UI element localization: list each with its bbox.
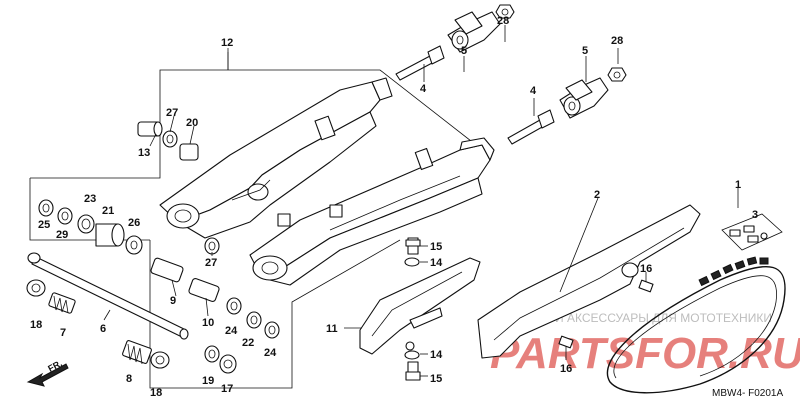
label-part-17: 17 [221,383,233,395]
label-part-29: 29 [56,229,68,241]
label-part-24-lower: 24 [264,347,277,359]
watermark: ЗАПЧАСТИ И АКСЕССУАРЫ ДЛЯ МОТОТЕХНИКИ PA… [488,311,800,378]
washer-29 [57,207,73,225]
adjuster-bolt-lower [507,109,555,145]
nut-18-right [150,351,170,369]
label-part-24-upper: 24 [225,325,238,337]
label-part-22: 22 [242,337,254,349]
label-part-7: 7 [60,327,66,339]
label-part-25: 25 [38,219,50,231]
adjusting-bolt-8 [122,340,152,365]
chain-case-2 [477,204,701,359]
adjuster-bolt-upper [395,45,445,81]
label-part-9: 9 [170,295,176,307]
label-part-10: 10 [202,317,214,329]
label-part-18-right: 18 [150,387,162,399]
washer-27-mid [204,237,220,255]
needle-bearing-21 [95,223,125,247]
washer-27-upper [162,130,178,148]
swingarm [159,77,495,286]
bearing-23 [77,214,95,234]
label-part-23: 23 [84,193,96,205]
nut-18-left [26,279,46,297]
pivot-cap-13 [137,121,163,137]
seal-24-upper [226,297,242,315]
seal-24-lower [264,321,280,339]
dust-seal-25 [38,199,54,217]
watermark-logo: PARTSFOR.RU [490,329,800,378]
front-direction-arrow: FR. [26,358,69,387]
bearing-17 [219,354,237,374]
bolt-16-upper [638,279,654,293]
label-part-28-upper: 28 [497,15,509,27]
label-part-28-lower: 28 [611,35,623,47]
bolt-16-lower [558,335,574,349]
chain-adjuster-lower [559,77,609,119]
washer-19 [204,345,220,363]
nut-lower [607,67,627,82]
label-part-26: 26 [128,217,140,229]
bearing-22 [246,311,262,329]
label-part-3: 3 [752,209,758,221]
label-part-15-upper: 15 [430,241,442,253]
diagram-code: MBW4- F0201A [712,388,783,399]
label-part-2: 2 [594,189,600,201]
bolt-15-upper [405,237,421,255]
label-part-20: 20 [186,117,198,129]
collar-20 [179,143,199,161]
label-part-6: 6 [100,323,106,335]
label-part-27-mid: 27 [205,257,217,269]
label-part-11: 11 [326,323,338,335]
collar-9 [150,257,184,283]
label-part-8: 8 [126,373,132,385]
drive-chain-1 [606,256,786,394]
label-part-5-upper: 5 [461,45,467,57]
label-part-4-upper: 4 [420,83,427,95]
label-part-21: 21 [102,205,114,217]
label-part-1: 1 [735,179,741,191]
chain-adjuster-upper [447,11,501,53]
label-part-14-upper: 14 [430,257,443,269]
leader-lines [103,25,739,377]
master-link-set-3 [721,213,783,251]
label-part-12: 12 [221,37,233,49]
label-part-13: 13 [138,147,150,159]
chain-slider-11 [359,257,481,355]
chain-links-shaded [698,256,769,287]
label-part-16-upper: 16 [640,263,652,275]
label-part-18-left: 18 [30,319,42,331]
pivot-shaft-6 [27,252,189,340]
collar-10 [188,277,220,303]
part-number-labels: 12 28 5 4 5 28 4 27 20 13 2 1 3 23 21 26… [30,15,758,399]
adjusting-bolt-7 [48,292,76,314]
label-part-19: 19 [202,375,214,387]
washer-14-upper [404,257,420,267]
nut-upper [495,4,515,19]
label-part-5-lower: 5 [582,45,588,57]
washer-14-lower [404,350,420,360]
bolt-15-lower [405,361,421,381]
label-part-14-lower: 14 [430,349,443,361]
label-part-4-lower: 4 [530,85,537,97]
label-part-15-lower: 15 [430,373,442,385]
label-part-16-lower: 16 [560,363,572,375]
dust-seal-26 [125,235,143,255]
label-part-27-upper: 27 [166,107,178,119]
